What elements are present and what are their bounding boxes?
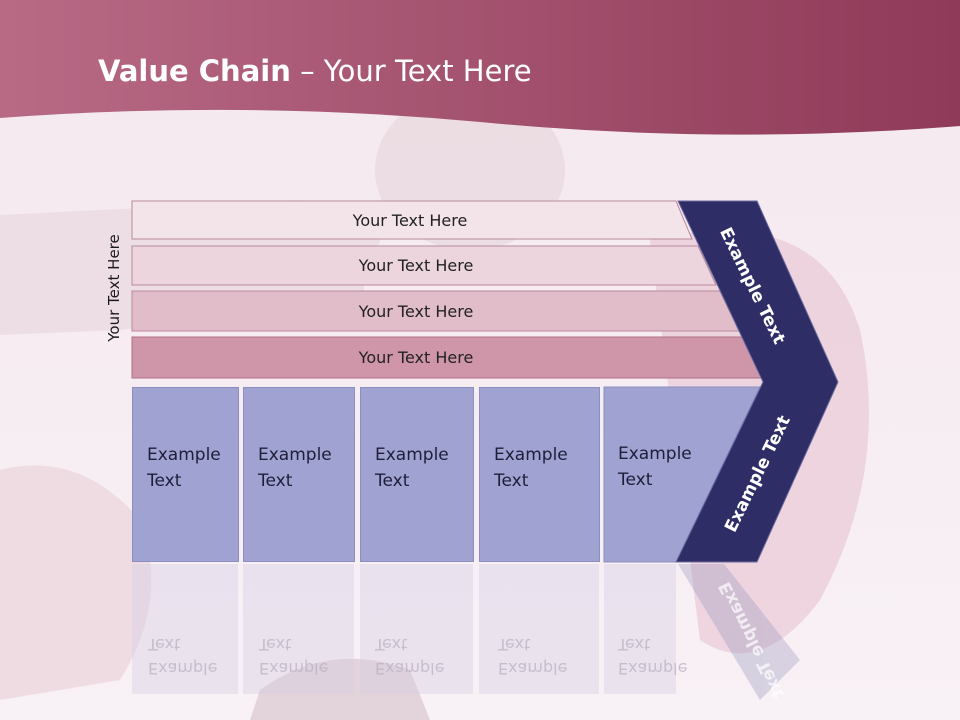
bar-shape-1: [131, 200, 693, 240]
boxes-reflection: [132, 564, 800, 700]
bar-1-label: Your Text Here: [352, 210, 468, 230]
box-5: Example Text: [604, 387, 704, 562]
title-rest: – Your Text Here: [290, 54, 532, 88]
value-chain-arrow: [675, 200, 839, 563]
bar-4-label: Your Text Here: [358, 347, 474, 367]
box-2: Example Text: [243, 387, 355, 562]
box-5-label: Example Text: [618, 444, 692, 490]
box-3: Example Text: [360, 387, 474, 562]
reflection-text-1: Example Text: [148, 635, 218, 678]
box-2-label: Example Text: [258, 445, 332, 491]
bar-2: Your Text Here: [132, 246, 700, 284]
bar-2-label: Your Text Here: [358, 255, 474, 275]
header-band: [0, 0, 960, 135]
bar-3: Your Text Here: [132, 292, 700, 330]
box-1: Example Text: [132, 387, 239, 562]
box-3-label: Example Text: [375, 445, 449, 491]
bg-hand-shape: [0, 465, 152, 700]
reflection-text-3: Example Text: [375, 635, 445, 678]
vertical-label: Your Text Here: [105, 234, 123, 342]
title-bold: Value Chain: [98, 54, 291, 88]
page-title: Value Chain – Your Text Here: [98, 54, 532, 88]
bar-1: Your Text Here: [132, 201, 688, 239]
reflection-text-2: Example Text: [259, 635, 329, 678]
bar-3-label: Your Text Here: [358, 301, 474, 321]
bar-shape-2: [131, 245, 717, 286]
box-4: Example Text: [479, 387, 600, 562]
bar-4: Your Text Here: [132, 338, 700, 376]
box-1-label: Example Text: [147, 445, 221, 491]
reflection-text-4: Example Text: [498, 635, 568, 678]
box-4-label: Example Text: [494, 445, 568, 491]
bg-bottle-shape: [250, 658, 430, 720]
reflection-text-5: Example Text: [618, 635, 688, 678]
